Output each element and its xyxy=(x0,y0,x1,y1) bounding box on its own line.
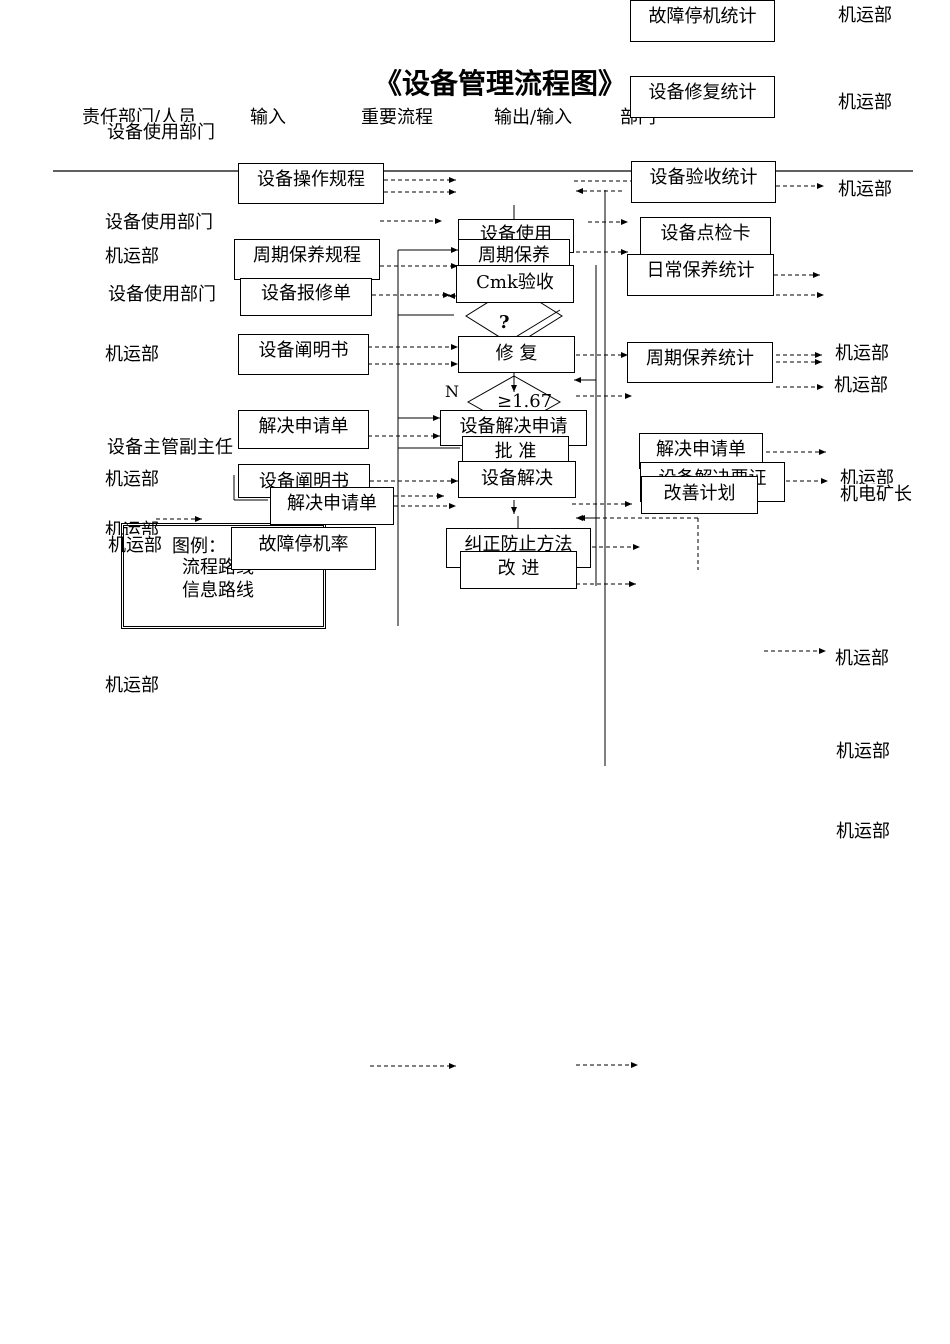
process-box: 设备解决 xyxy=(458,461,576,498)
branch-label-n: N xyxy=(445,382,459,401)
legend-title: 图例： xyxy=(172,536,226,557)
decision-question: ? xyxy=(499,312,510,333)
process-box: Cmk验收 xyxy=(456,265,574,303)
left-dept-label: 机运部 xyxy=(105,469,159,490)
right-dept-label: 机运部 xyxy=(838,179,892,200)
left-dept-label: 机运部 xyxy=(105,344,159,365)
process-box: 修 复 xyxy=(458,336,575,373)
left-dept-label: 机运部 xyxy=(105,246,159,267)
legend-box xyxy=(121,523,326,629)
left-dept-label: 设备使用部门 xyxy=(108,284,216,305)
output-box: 故障停机统计 xyxy=(630,0,775,42)
input-box: 设备报修单 xyxy=(240,278,372,316)
process-box: 改 进 xyxy=(460,551,577,589)
legend-info-label: 信息路线 xyxy=(182,580,254,601)
decision-threshold: ≥1.67 xyxy=(497,391,553,412)
right-dept-label: 机运部 xyxy=(836,821,890,842)
output-box: 周期保养统计 xyxy=(627,342,773,383)
right-dept-label: 机运部 xyxy=(834,375,888,396)
right-dept-label: 机运部 xyxy=(838,92,892,113)
output-box: 设备验收统计 xyxy=(631,161,776,203)
input-box: 解决申请单 xyxy=(270,487,394,525)
input-box: 解决申请单 xyxy=(238,410,369,449)
left-dept-label: 设备使用部门 xyxy=(105,212,213,233)
right-dept-label: 机运部 xyxy=(838,5,892,26)
header-process: 重要流程 xyxy=(361,107,433,128)
input-box: 故障停机率 xyxy=(231,527,376,570)
right-dept-label: 机电矿长 xyxy=(840,484,912,506)
page-title: 《设备管理流程图》 xyxy=(374,67,627,100)
right-dept-label: 机运部 xyxy=(840,468,894,489)
header-output: 输出/输入 xyxy=(494,107,573,128)
output-box: 设备点检卡 xyxy=(640,217,771,256)
output-box: 改善计划 xyxy=(641,476,758,514)
header-input: 输入 xyxy=(250,107,286,128)
right-dept-label: 机运部 xyxy=(835,343,889,364)
left-dept-label: 设备主管副主任 xyxy=(107,437,233,459)
left-dept-label: 机运部 xyxy=(105,675,159,696)
output-box: 设备修复统计 xyxy=(630,76,775,118)
output-box: 日常保养统计 xyxy=(627,254,774,296)
input-box: 周期保养规程 xyxy=(234,239,380,280)
input-box: 设备操作规程 xyxy=(238,163,384,204)
left-dept-label: 设备使用部门 xyxy=(107,122,215,144)
right-dept-label: 机运部 xyxy=(836,741,890,762)
right-dept-label: 机运部 xyxy=(835,648,889,669)
input-box: 设备阐明书 xyxy=(238,334,369,375)
